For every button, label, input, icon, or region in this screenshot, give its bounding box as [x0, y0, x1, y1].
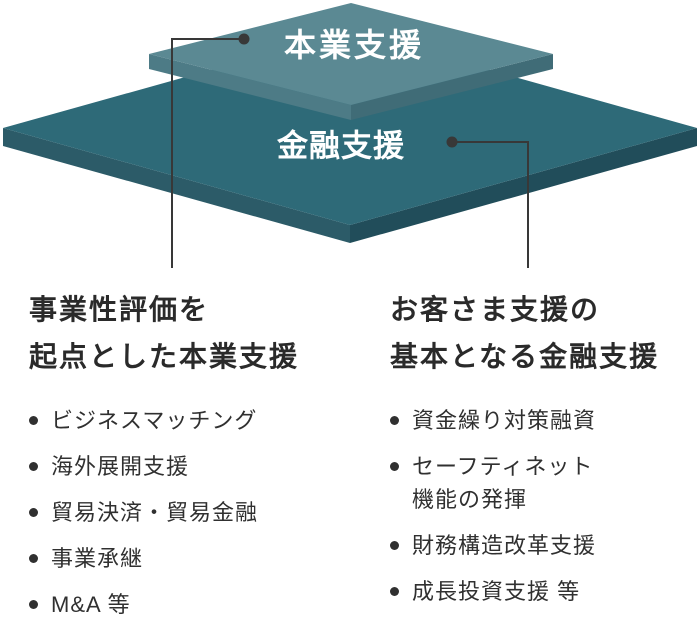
top-layer-side-left	[149, 54, 351, 120]
list-item: 事業承継	[29, 542, 322, 575]
bullet-icon	[29, 462, 38, 471]
bullet-label: 事業承継	[51, 546, 144, 571]
top-layer-platform	[149, 3, 553, 120]
bullet-label: 海外展開支援	[51, 454, 190, 479]
business-support-list: ビジネスマッチング海外展開支援貿易決済・貿易金融事業承継 M&A 等	[29, 404, 322, 621]
list-item: 貿易決済・貿易金融	[29, 496, 322, 529]
bottom-layer-side-left	[3, 128, 350, 243]
list-item: M&A 等	[29, 588, 322, 621]
bullet-label: 成長投資支援 等	[412, 579, 581, 604]
bullet-label: M&A 等	[51, 592, 131, 617]
title-line-1: お客さま支援の	[390, 294, 601, 325]
connector-dots	[238, 33, 458, 148]
financial-support-box: お客さま支援の 基本となる金融支援 資金繰り対策融資セーフティネット 機能の発揮…	[365, 268, 695, 640]
bullet-icon	[29, 416, 38, 425]
list-item: 財務構造改革支援	[390, 529, 679, 562]
list-item: 海外展開支援	[29, 450, 322, 483]
bottom-layer-face	[3, 31, 697, 225]
top-layer-face	[149, 3, 553, 105]
bullet-label: セーフティネット 機能の発揮	[412, 454, 594, 512]
bullet-icon	[390, 416, 399, 425]
title-line-2: 基本となる金融支援	[390, 341, 660, 372]
title-line-1: 事業性評価を	[29, 294, 210, 325]
bullet-icon	[29, 600, 38, 609]
connector-lines	[171, 38, 529, 268]
bullet-label: ビジネスマッチング	[51, 408, 258, 433]
right-connector-dot	[446, 136, 458, 148]
bottom-layer-label: 金融支援	[277, 128, 405, 164]
financial-support-title: お客さま支援の 基本となる金融支援	[390, 286, 679, 380]
bullet-icon	[29, 554, 38, 563]
business-support-box: 事業性評価を 起点とした本業支援 ビジネスマッチング海外展開支援貿易決済・貿易金…	[4, 268, 338, 640]
list-item: セーフティネット 機能の発揮	[390, 450, 679, 516]
bullet-icon	[29, 508, 38, 517]
list-item: ビジネスマッチング	[29, 404, 322, 437]
business-support-title: 事業性評価を 起点とした本業支援	[29, 286, 322, 380]
list-item: 資金繰り対策融資	[390, 404, 679, 437]
bullet-icon	[390, 587, 399, 596]
bullet-label: 資金繰り対策融資	[412, 408, 597, 433]
left-connector-line	[171, 38, 244, 268]
bullet-label: 貿易決済・貿易金融	[51, 500, 259, 525]
bottom-layer-side-right	[350, 128, 697, 243]
title-line-2: 起点とした本業支援	[29, 341, 300, 372]
bottom-layer-platform	[3, 31, 697, 243]
bullet-label: 財務構造改革支援	[412, 533, 597, 558]
top-layer-side-right	[351, 54, 553, 120]
list-item: 成長投資支援 等	[390, 575, 679, 608]
top-layer-label: 本業支援	[283, 27, 425, 63]
bullet-icon	[390, 462, 399, 471]
financial-support-list: 資金繰り対策融資セーフティネット 機能の発揮財務構造改革支援成長投資支援 等	[390, 404, 679, 608]
bullet-icon	[390, 541, 399, 550]
right-connector-line	[452, 141, 529, 268]
left-connector-dot	[238, 33, 250, 45]
